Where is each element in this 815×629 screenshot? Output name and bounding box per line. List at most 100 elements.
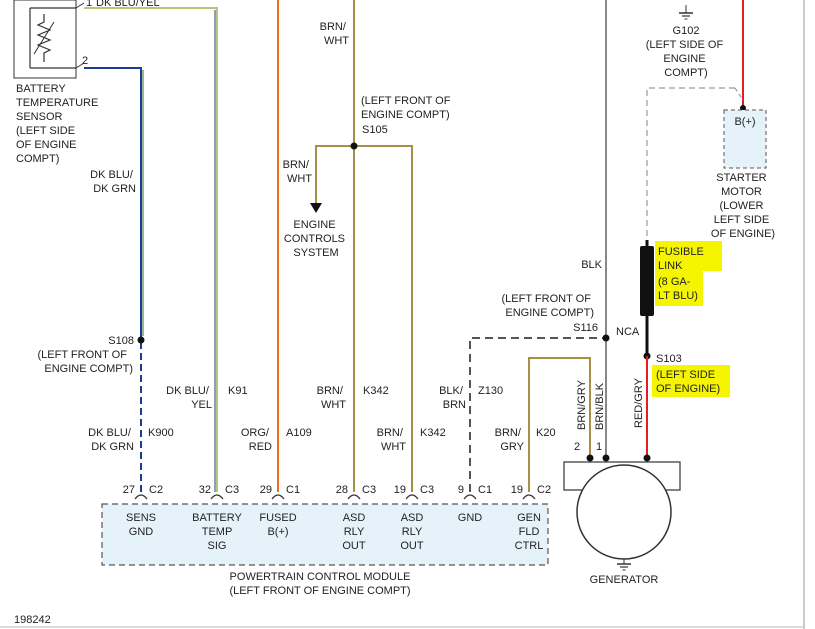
generator-pin2-label: 2: [574, 441, 580, 453]
pcm-pin-number: 19: [394, 484, 406, 496]
wire-dk-blu-dk-grn-top: [84, 67, 142, 338]
pcm-pin-function: GEN: [517, 512, 541, 524]
fusible-link-line: FUSIBLE: [658, 246, 704, 258]
wire-label-dk-blu-dk-grn-low: DK BLU/ DK GRN: [88, 427, 134, 453]
g102-location-line: ENGINE: [663, 53, 705, 65]
starter-motor-terminal: [723, 109, 767, 169]
splice-s116-label: S116: [573, 322, 598, 334]
splice-s108-label: S108: [108, 335, 134, 347]
fusible-link-highlight: [655, 241, 722, 271]
s108-location-line: (LEFT FRONT OF: [38, 349, 128, 361]
wire-color-line: DK BLU/: [88, 427, 132, 439]
wire-color-line: BRN/: [377, 427, 404, 439]
battery-sensor-title: BATTERY TEMPERATURE SENSOR (LEFT SIDE OF…: [16, 83, 101, 165]
s103-location-line: OF ENGINE): [656, 383, 720, 395]
wire-circuit-k342a: K342: [363, 385, 389, 397]
ground-g102-location: (LEFT SIDE OF ENGINE COMPT): [646, 39, 726, 79]
pcm-pin-function: SENS: [126, 512, 156, 524]
splice-s105-dot: [350, 142, 358, 150]
wire-circuit-k91: K91: [228, 385, 248, 397]
splice-s103-label: S103: [656, 353, 682, 365]
starter-housing-outline-right: [734, 87, 744, 101]
wire-color-line: DK GRN: [93, 183, 136, 195]
sensor-title-line: (LEFT SIDE: [16, 125, 75, 137]
pcm-pin-terminal-icon: [463, 494, 477, 500]
wire-color-line: YEL: [191, 399, 212, 411]
generator-ground-icon: [617, 559, 631, 571]
wire-label-blk: BLK: [581, 259, 602, 271]
wire-label-nca: NCA: [616, 326, 640, 338]
starter-label-line: MOTOR: [721, 186, 762, 198]
splice-s116-dot: [602, 334, 610, 342]
generator-body: [576, 464, 672, 560]
wire-label-org-red: ORG/ RED: [241, 427, 272, 453]
wire-label-brn-wht-k342a: BRN/ WHT: [317, 385, 347, 411]
sensor-pin1-wire-label: DK BLU/YEL: [96, 0, 160, 9]
sensor-pin-top-icon: [75, 2, 85, 9]
wire-circuit-z130: Z130: [478, 385, 503, 397]
wire-color-line: BRN/: [495, 427, 522, 439]
splice-s105-location: (LEFT FRONT OF ENGINE COMPT): [361, 95, 454, 121]
pcm-pin-function: ASD: [343, 512, 366, 524]
sensor-title-line: TEMPERATURE: [16, 97, 98, 109]
pcm-pin-function: FUSED: [259, 512, 296, 524]
pcm-pin-connector: C3: [225, 484, 239, 496]
wire-color-line: DK BLU/: [166, 385, 210, 397]
wire-label-red-gry-vertical: RED/GRY: [633, 377, 645, 428]
pcm-pin-function: CTRL: [515, 540, 544, 552]
s103-highlight: [652, 365, 730, 397]
pcm-pin-number: 28: [336, 484, 348, 496]
wire-label-blk-brn: BLK/ BRN: [439, 385, 466, 411]
wire-color-line: DK GRN: [91, 441, 134, 453]
sensor-title-line: BATTERY: [16, 83, 66, 95]
wire-dk-blu-yel: [84, 7, 218, 492]
wire-label-brn-gry: BRN/ GRY: [495, 427, 525, 453]
starter-motor-label: STARTER MOTOR (LOWER LEFT SIDE OF ENGINE…: [711, 172, 775, 240]
pcm-pin-terminal-icon: [347, 494, 361, 500]
fusible-link-line: LT BLU): [658, 290, 698, 302]
pcm-title: POWERTRAIN CONTROL MODULE: [230, 571, 411, 583]
engine-controls-line: CONTROLS: [284, 233, 345, 245]
splice-s108-dot: [137, 336, 145, 344]
pcm-pin-terminal-icon: [405, 494, 419, 500]
s105-location-line: (LEFT FRONT OF: [361, 95, 451, 107]
engine-controls-label: ENGINE CONTROLS SYSTEM: [284, 219, 348, 259]
starter-label-line: (LOWER: [719, 200, 763, 212]
pcm-module-box: [101, 503, 549, 566]
wire-color-line: DK BLU/: [90, 169, 134, 181]
wire-circuit-a109: A109: [286, 427, 312, 439]
fusible-link-highlight: [655, 270, 703, 306]
wire-circuit-k20: K20: [536, 427, 556, 439]
pcm-pin-number: 27: [123, 484, 135, 496]
battery-temp-sensor: [13, 0, 85, 79]
s105-location-line: ENGINE COMPT): [361, 109, 450, 121]
pcm-pin-terminal-icon: [522, 494, 536, 500]
fusible-link-body: [640, 246, 654, 316]
sensor-pin-bottom-icon: [75, 62, 85, 69]
s108-location-line: ENGINE COMPT): [44, 363, 133, 375]
wire-label-brn-wht-branch: BRN/ WHT: [283, 159, 313, 185]
wire-brn-wht-k342b: [354, 145, 413, 492]
s116-location-line: (LEFT FRONT OF: [502, 293, 592, 305]
g102-location-line: (LEFT SIDE OF: [646, 39, 724, 51]
s116-location-line: ENGINE COMPT): [505, 307, 594, 319]
starter-label-line: STARTER: [716, 172, 766, 184]
wire-label-brn-wht-top: BRN/ WHT: [320, 21, 350, 47]
wire-label-dk-blu-yel: DK BLU/ YEL: [166, 385, 212, 411]
pcm-pin-function: OUT: [400, 540, 424, 552]
s103-location-line: (LEFT SIDE: [656, 369, 715, 381]
starter-label-line: LEFT SIDE: [714, 214, 769, 226]
sensor-pin1-label: 1: [86, 0, 92, 9]
pcm-pin-connector: C2: [149, 484, 163, 496]
wire-label-dk-blu-dk-grn-top: DK BLU/ DK GRN: [90, 169, 136, 195]
pcm-pin-connector: C2: [537, 484, 551, 496]
pcm-pin-function: BATTERY: [192, 512, 242, 524]
pcm-pin-number: 32: [199, 484, 211, 496]
generator-pin2-dot: [586, 454, 594, 462]
thermistor-arrow-icon: [33, 21, 55, 55]
splice-s116-location: (LEFT FRONT OF ENGINE COMPT): [502, 293, 595, 319]
wire-color-line: GRY: [500, 441, 524, 453]
g102-location-line: COMPT): [664, 67, 707, 79]
